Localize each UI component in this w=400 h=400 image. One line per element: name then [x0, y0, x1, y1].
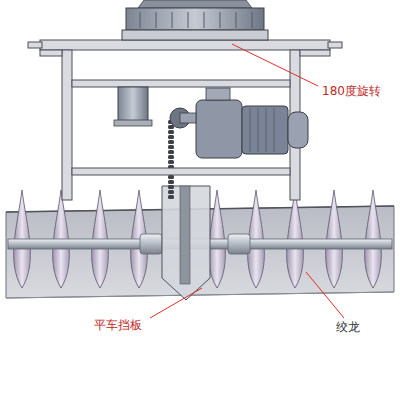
part-label: 绞龙	[334, 320, 362, 334]
small-motor	[114, 87, 152, 126]
part-label: 180度旋转	[320, 84, 383, 98]
chain-link	[168, 145, 174, 149]
chain-link	[168, 185, 174, 189]
chain-link	[168, 175, 174, 179]
chain-link	[168, 135, 174, 139]
chain-link	[168, 140, 174, 144]
chain-link	[168, 180, 174, 184]
chain-link	[168, 195, 174, 199]
slewing-bearing	[122, 0, 268, 40]
chain-link	[168, 190, 174, 194]
drive-housing	[162, 186, 210, 300]
gear-motor	[170, 88, 308, 158]
support-frame	[28, 40, 342, 200]
drive-chain	[168, 120, 174, 199]
chain-link	[168, 155, 174, 159]
chain-link	[168, 130, 174, 134]
part-label: 平车挡板	[92, 318, 144, 332]
chain-link	[168, 160, 174, 164]
chain-link	[168, 150, 174, 154]
leader-lines	[150, 44, 344, 318]
